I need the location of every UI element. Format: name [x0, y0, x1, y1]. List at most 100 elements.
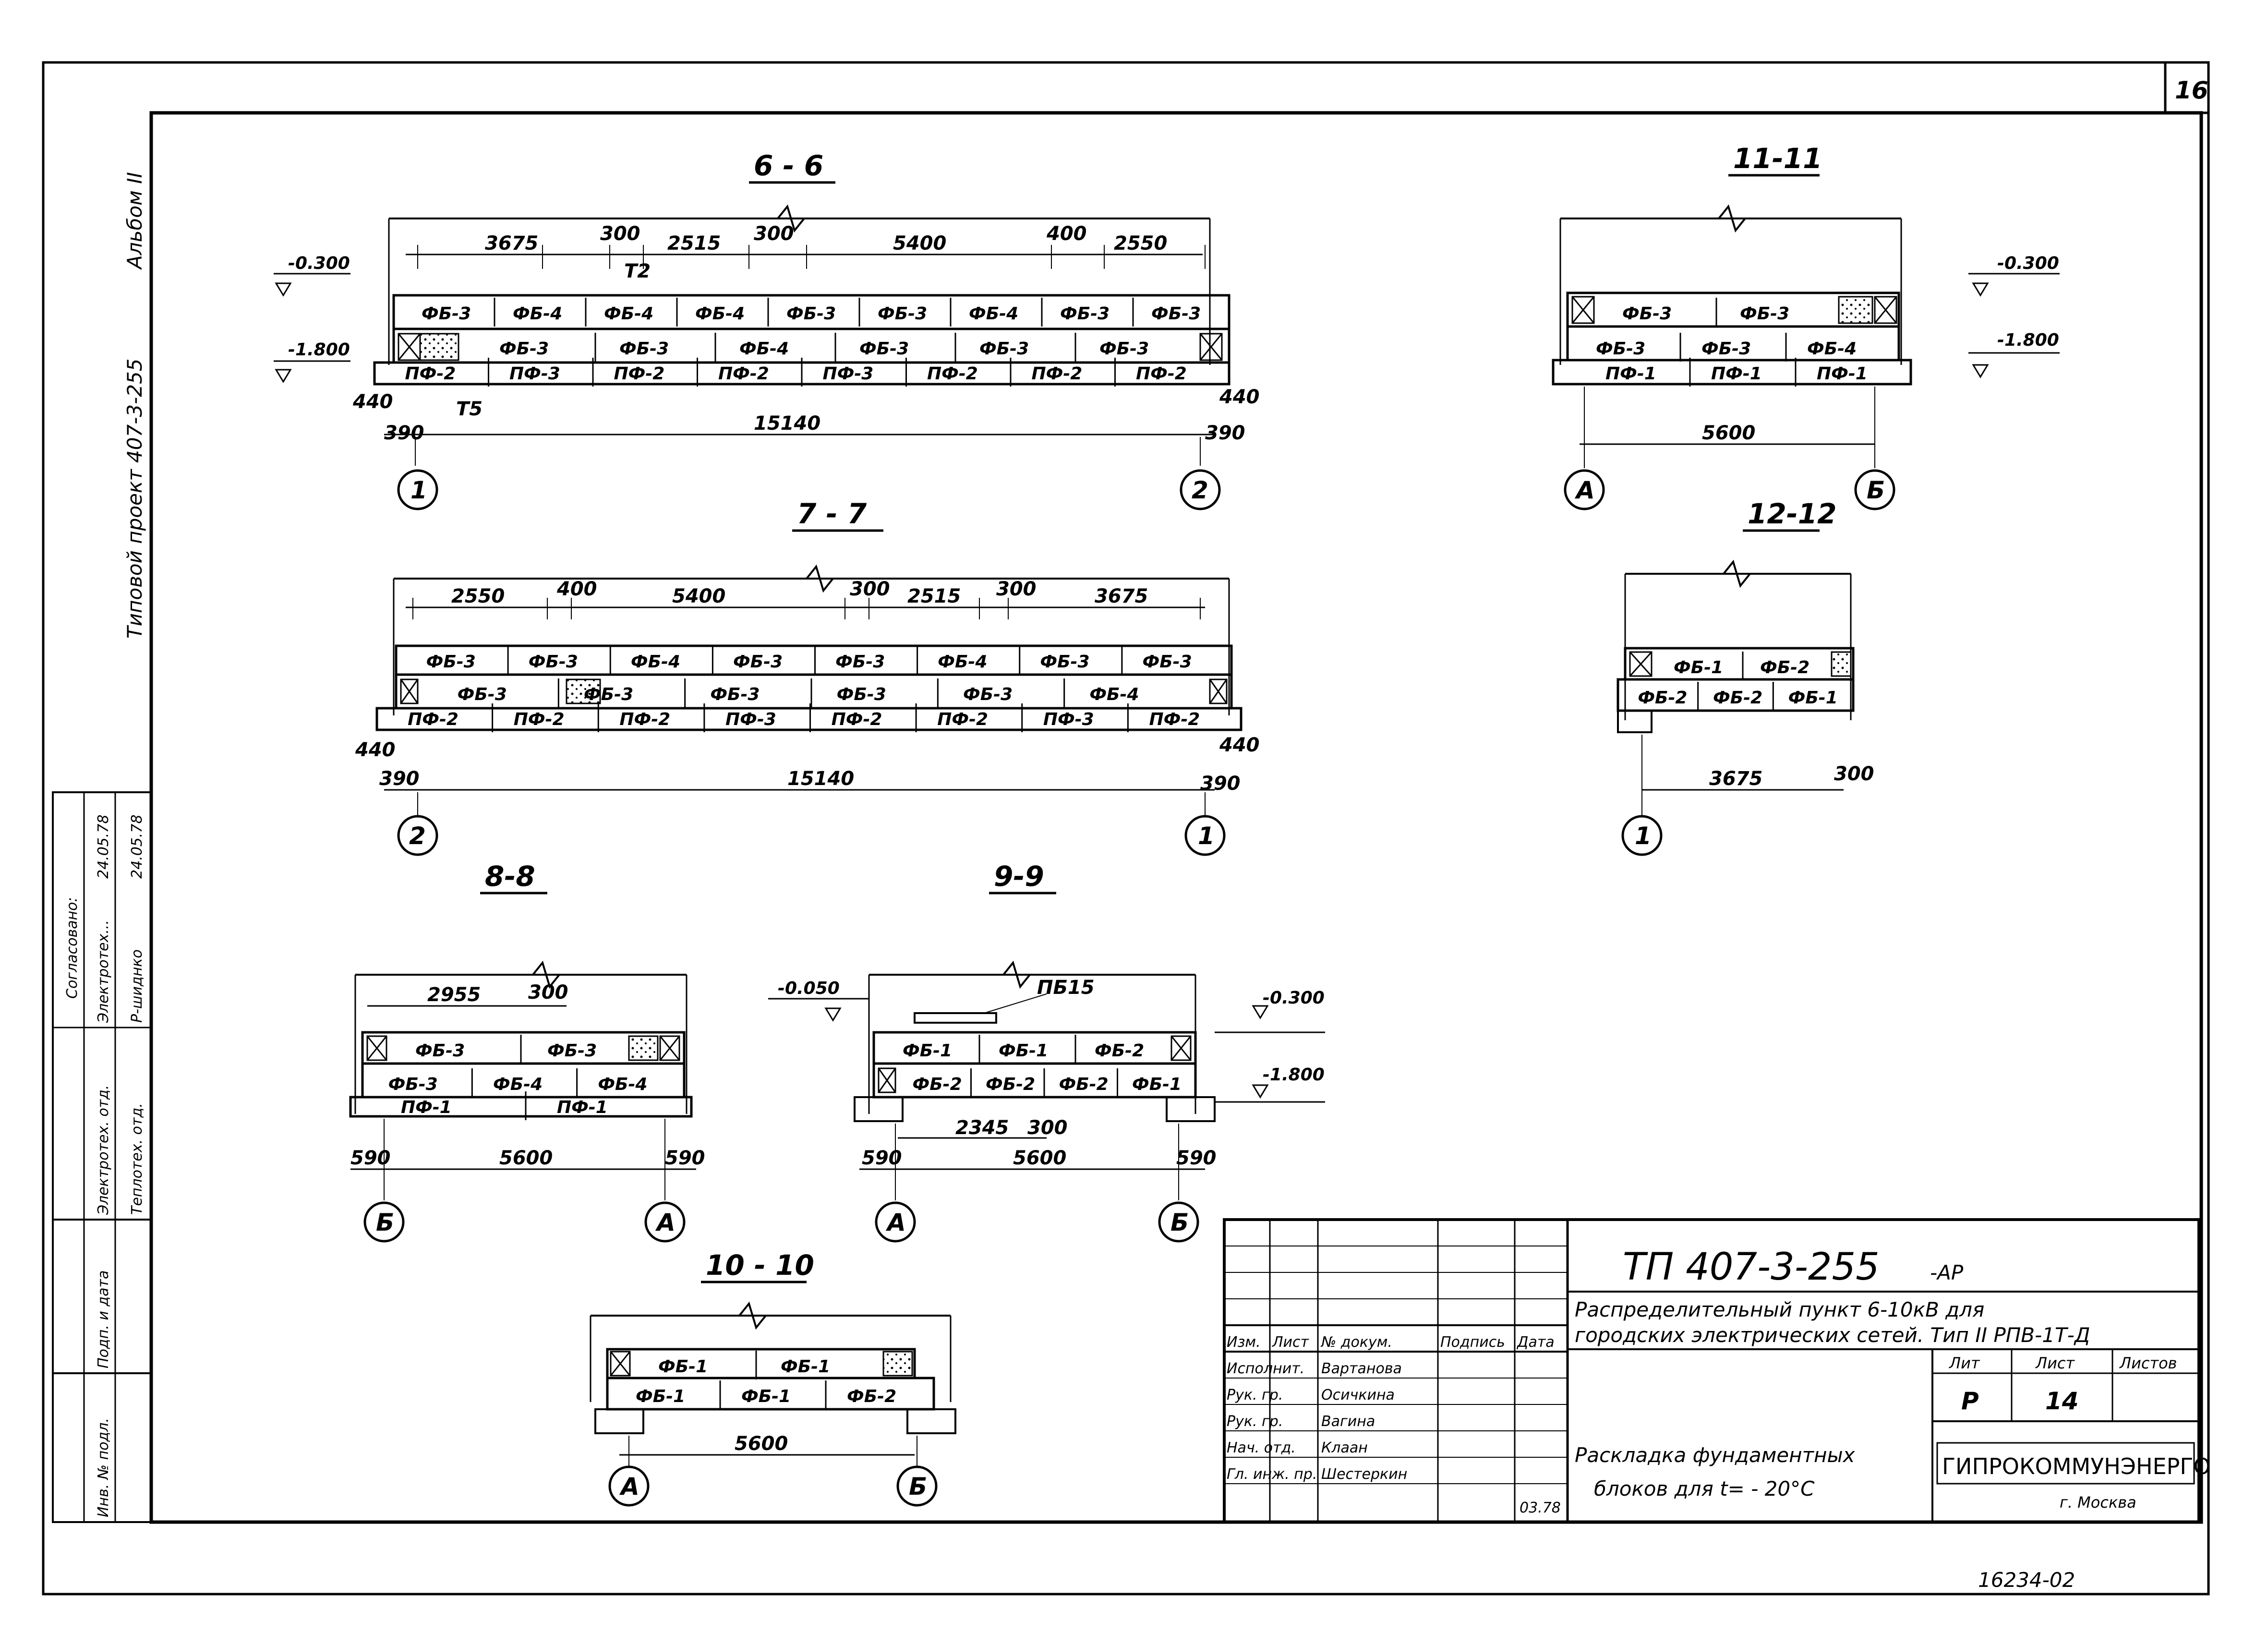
dimension-label: 5400: [893, 232, 946, 254]
block-label: ФБ-2: [1760, 658, 1810, 677]
coord-date-2: 24.05.78: [129, 814, 145, 879]
edge-left-6-6: 440: [352, 391, 393, 413]
axis-marker: [896, 1465, 938, 1507]
svg-text:А: А: [1574, 476, 1595, 504]
coord-date-1: 24.05.78: [95, 814, 112, 879]
block-label: ФБ-2: [1638, 688, 1687, 708]
axis-marker: [363, 1201, 405, 1243]
block-label: ФБ-3: [388, 1075, 438, 1094]
outer-frame: [42, 61, 2210, 1596]
stage-value: Р: [1961, 1387, 1979, 1415]
block-label: ПФ-3: [509, 364, 560, 384]
overall-8-8: 5600: [499, 1147, 553, 1169]
dimension-label: 5400: [672, 585, 725, 607]
block-label: ФБ-1: [658, 1357, 708, 1377]
axis-marker: [1854, 469, 1895, 510]
block-label: ФБ-3: [979, 339, 1029, 359]
level-mark-6: -0.300: [1215, 988, 1325, 1033]
level-mark-4: -1.800: [1968, 330, 2060, 378]
staff-name: Вартанова: [1321, 1360, 1402, 1377]
block-label: ФБ-3: [1099, 339, 1149, 359]
block-label: ФБ-3: [529, 652, 578, 672]
dim-12-12-b: 300: [1834, 763, 1874, 785]
end-left-6-6: 390: [384, 422, 424, 444]
svg-text:А: А: [885, 1209, 906, 1236]
block-label: ФБ-3: [426, 652, 476, 672]
staff-name: Клаан: [1321, 1439, 1368, 1456]
block-label: ФБ-3: [710, 685, 760, 704]
doc-code-bottom: 16234-02: [1978, 1568, 2075, 1592]
block-label: ФБ-4: [493, 1075, 543, 1094]
block-label: ФБ-4: [1089, 685, 1139, 704]
block-label: ПФ-1: [1817, 364, 1868, 384]
block-label: ФБ-3: [1151, 304, 1201, 324]
project-title-1: Распределительный пункт 6-10кВ для: [1575, 1298, 1984, 1321]
title-block-header: Лист: [1272, 1334, 1310, 1351]
staff-name: Вагина: [1321, 1413, 1375, 1430]
block-label: ПФ-2: [718, 364, 769, 384]
dimension-label: 300: [996, 578, 1037, 600]
block-label: ФБ-4: [969, 304, 1018, 324]
dimension-label: 2515: [907, 585, 961, 607]
dimension-label: 300: [754, 223, 794, 245]
dim-8-8-a: 2955: [427, 984, 481, 1006]
level-mark-2: -1.800: [274, 340, 350, 383]
dimension-label: 2515: [667, 232, 721, 254]
block-label: ПФ-2: [1136, 364, 1187, 384]
block-label: ФБ-1: [1788, 688, 1838, 708]
section-title-10-10: 10 - 10: [706, 1249, 814, 1282]
svg-text:-0.300: -0.300: [1997, 254, 2059, 273]
end-right-7-7: 390: [1200, 773, 1241, 795]
dim-12-12-a: 3675: [1709, 768, 1762, 790]
axis-marker: [397, 469, 438, 510]
dim-8-8-b: 300: [528, 981, 568, 1004]
block-label: ФБ-3: [878, 304, 927, 324]
block-label: ПФ-1: [1605, 364, 1656, 384]
dimension-label: 300: [850, 578, 890, 600]
block-label: ФБ-3: [499, 339, 549, 359]
section-title-7-7: 7 - 7: [797, 497, 867, 530]
staff-role: Рук. гр.: [1227, 1387, 1283, 1403]
staff-name: Осичкина: [1321, 1387, 1395, 1403]
end-left-7-7: 390: [379, 768, 420, 790]
block-label: ФБ-4: [739, 339, 789, 359]
coord-row-2: Теплотех. отд.: [129, 1103, 145, 1215]
dimension-label: 400: [556, 578, 597, 600]
axis-marker: [397, 815, 438, 856]
stage-header: Лит: [1949, 1354, 1980, 1372]
note-t5: Т5: [456, 398, 483, 420]
block-label: ФБ-4: [938, 652, 987, 672]
doc-suffix: -АР: [1930, 1261, 1964, 1284]
edge-right-7-7: 440: [1219, 734, 1260, 756]
axis-marker: [1180, 469, 1221, 510]
block-label: ФБ-1: [1132, 1075, 1182, 1094]
section-title-12-12: 12-12: [1748, 497, 1837, 530]
staff-role: Гл. инж. пр.: [1227, 1466, 1317, 1483]
section-title-6-6: 6 - 6: [754, 149, 823, 182]
svg-text:2: 2: [1192, 476, 1208, 504]
block-label: ФБ-2: [1713, 688, 1762, 708]
block-label: ФБ-4: [1807, 339, 1857, 359]
dimension-label: 3675: [1095, 585, 1148, 607]
block-label: ПФ-3: [725, 710, 776, 729]
block-label: ФБ-2: [1095, 1041, 1144, 1061]
org-city: г. Москва: [2060, 1493, 2136, 1512]
svg-text:-1.800: -1.800: [1263, 1065, 1325, 1085]
sheet-title-2: блоков для t= - 20°С: [1594, 1477, 1815, 1500]
block-label: ФБ-3: [415, 1041, 465, 1061]
block-label: ФБ-3: [1596, 339, 1645, 359]
block-label: ПФ-1: [557, 1098, 608, 1117]
end-right-9-9: 590: [1176, 1147, 1217, 1169]
block-label: ФБ-4: [598, 1075, 647, 1094]
block-label: ФБ-4: [631, 652, 680, 672]
svg-text:-1.800: -1.800: [1997, 330, 2059, 350]
title-block-header: Дата: [1516, 1334, 1555, 1351]
block-label: ФБ-3: [458, 685, 507, 704]
block-label: ФБ-3: [1040, 652, 1089, 672]
title-block-header: Подпись: [1440, 1334, 1505, 1351]
block-label: ФБ-3: [835, 652, 885, 672]
